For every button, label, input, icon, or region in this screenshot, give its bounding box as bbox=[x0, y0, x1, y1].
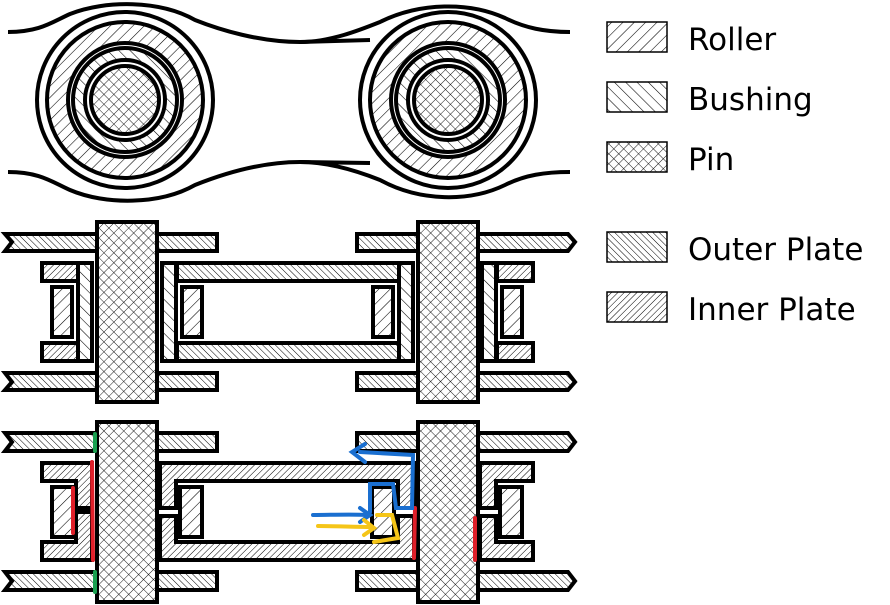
outer-plate-outline bbox=[7, 159, 371, 203]
legend-label: Outer Plate bbox=[688, 232, 863, 268]
outer-plate-swatch bbox=[606, 231, 668, 263]
left-joint-end bbox=[35, 10, 215, 190]
roller bbox=[50, 285, 74, 339]
annotated-section-view bbox=[0, 420, 578, 604]
blue-flow-arrow bbox=[311, 506, 374, 524]
bushing bbox=[397, 261, 415, 363]
inner-plate bbox=[40, 261, 80, 283]
pin bbox=[416, 220, 480, 404]
legend-label: Roller bbox=[688, 22, 776, 58]
annotation-markings bbox=[71, 432, 477, 594]
legend-item-inner-plate: Inner Plate bbox=[606, 291, 856, 328]
roller bbox=[500, 285, 524, 339]
pin bbox=[95, 220, 159, 404]
blue-flow-path bbox=[348, 442, 416, 514]
right-joint-end bbox=[358, 10, 538, 190]
legend-item-outer-plate: Outer Plate bbox=[606, 231, 863, 268]
roller bbox=[180, 285, 204, 339]
roller bbox=[50, 485, 76, 539]
outer-plate-outline bbox=[299, 160, 571, 200]
legend-label: Inner Plate bbox=[688, 292, 856, 328]
red-mark bbox=[90, 460, 95, 562]
pin-circle bbox=[412, 64, 484, 136]
bushing bbox=[160, 261, 178, 363]
roller bbox=[498, 485, 524, 539]
roller bbox=[371, 285, 395, 339]
legend-label: Bushing bbox=[688, 82, 813, 118]
pin bbox=[416, 420, 480, 604]
inner-plate bbox=[175, 341, 401, 363]
legend-item-pin: Pin bbox=[606, 141, 734, 178]
legend: Roller Bushing Pin Outer Plate Inner Pla… bbox=[606, 21, 863, 328]
inner-plate bbox=[495, 341, 535, 363]
inner-plate-swatch bbox=[606, 291, 668, 323]
legend-item-bushing: Bushing bbox=[606, 81, 813, 118]
legend-label: Pin bbox=[688, 142, 734, 178]
section-view bbox=[0, 220, 578, 404]
outer-plate-outline bbox=[299, 4, 571, 44]
inner-plate bbox=[40, 341, 80, 363]
bushing bbox=[76, 261, 94, 363]
inner-plate-with-bushing bbox=[158, 514, 416, 562]
pin-circle bbox=[89, 64, 161, 136]
end-view bbox=[7, 2, 571, 203]
legend-item-roller: Roller bbox=[606, 21, 776, 58]
bushing-swatch bbox=[606, 81, 668, 113]
roller bbox=[178, 485, 204, 539]
roller-swatch bbox=[606, 21, 668, 53]
inner-plate bbox=[175, 261, 401, 283]
bushing bbox=[480, 261, 498, 363]
outer-plate-outline bbox=[7, 2, 371, 45]
pin bbox=[95, 420, 159, 604]
yellow-flow-arrow bbox=[316, 513, 401, 544]
pin-swatch bbox=[606, 141, 668, 173]
inner-plate bbox=[495, 261, 535, 283]
red-mark bbox=[412, 506, 417, 560]
